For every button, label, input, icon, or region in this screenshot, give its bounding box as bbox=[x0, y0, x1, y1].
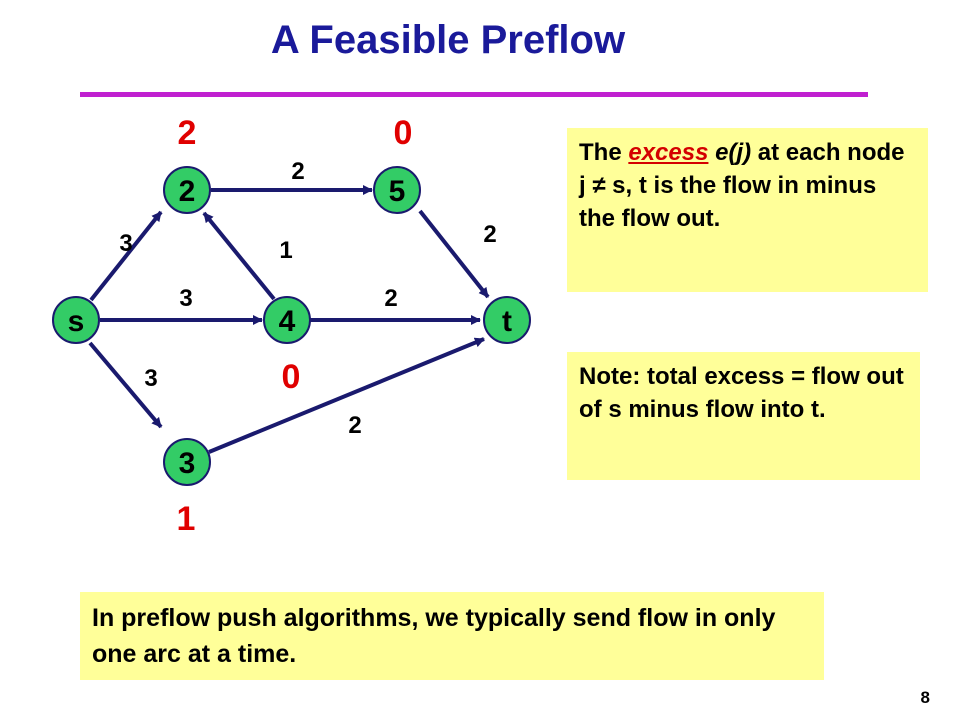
node-5-label: 5 bbox=[389, 175, 406, 208]
excess-def-post: at each node j ≠ s, t is the flow in min… bbox=[579, 139, 905, 232]
excess-node-2: 2 bbox=[178, 114, 197, 152]
edge-s-2 bbox=[89, 210, 163, 302]
node-t bbox=[483, 296, 531, 344]
slide-title: A Feasible Preflow bbox=[270, 18, 626, 62]
node-4 bbox=[263, 296, 311, 344]
excess-node-3: 1 bbox=[177, 500, 196, 538]
edge-s-3 bbox=[88, 341, 163, 429]
total-excess-note-text: Note: total excess = flow out of s minus… bbox=[579, 363, 904, 423]
excess-def-pre: The bbox=[579, 139, 629, 166]
node-3-label: 3 bbox=[179, 447, 196, 480]
page-number: 8 bbox=[920, 688, 930, 707]
edge-5-t-label: 2 bbox=[483, 221, 496, 248]
total-excess-note-box: Note: total excess = flow out of s minus… bbox=[567, 352, 920, 480]
edge-4-t-label: 2 bbox=[384, 285, 397, 312]
excess-definition-box: The excess e(j) at each node j ≠ s, t is… bbox=[567, 128, 928, 292]
node-2-label: 2 bbox=[179, 175, 196, 208]
node-s-label: s bbox=[68, 305, 85, 338]
edge-4-2-label: 1 bbox=[279, 237, 292, 264]
preflow-push-note-text: In preflow push algorithms, we typically… bbox=[92, 604, 776, 668]
edge-2-5-label: 2 bbox=[291, 158, 304, 185]
edge-3-t-label: 2 bbox=[348, 412, 361, 439]
edge-s-4-label: 3 bbox=[179, 285, 192, 312]
edge-s-2-label: 3 bbox=[119, 230, 132, 257]
excess-term: excess bbox=[628, 139, 709, 166]
excess-node-5: 0 bbox=[394, 114, 413, 152]
title-underline bbox=[80, 92, 868, 97]
edge-5-t bbox=[418, 209, 490, 299]
preflow-push-note-box: In preflow push algorithms, we typically… bbox=[80, 592, 824, 680]
excess-notation: e(j) bbox=[715, 139, 752, 166]
node-2 bbox=[163, 166, 211, 214]
edge-4-2 bbox=[202, 211, 276, 301]
edge-s-3-label: 3 bbox=[144, 365, 157, 392]
node-t-label: t bbox=[502, 305, 512, 338]
node-s bbox=[52, 296, 100, 344]
node-4-label: 4 bbox=[279, 305, 296, 338]
excess-node-4: 0 bbox=[282, 358, 301, 396]
edge-3-t bbox=[208, 337, 485, 454]
node-5 bbox=[373, 166, 421, 214]
node-3 bbox=[163, 438, 211, 486]
